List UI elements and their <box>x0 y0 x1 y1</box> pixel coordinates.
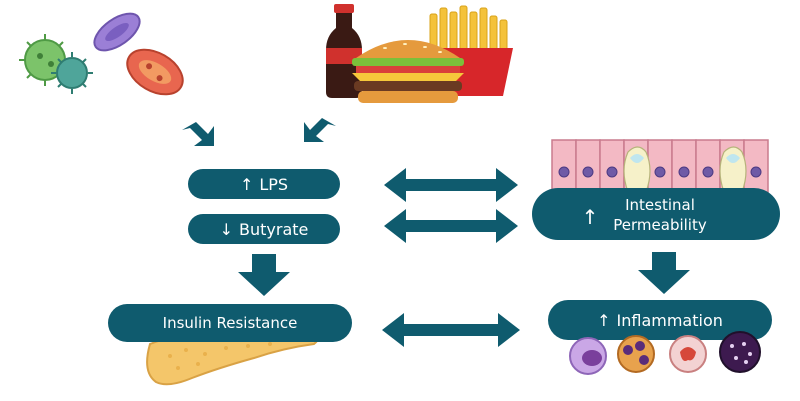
svg-text:↓Butyrate: ↓ Butyrate <box>220 220 309 239</box>
svg-text:↑Inflammation: ↑ Inflammation <box>597 311 723 330</box>
inflammation-arrow: ↑ <box>597 311 610 330</box>
svg-text:↑LPS: ↑ LPS <box>240 175 288 194</box>
lps-node: ↑ LPS <box>188 169 340 199</box>
double-arrow-lps-permeability <box>384 168 518 202</box>
arrow-permeability-to-inflammation <box>638 252 690 294</box>
arrow-butyrate-to-insulin <box>238 254 290 296</box>
insulin-node: Insulin Resistance <box>108 304 352 342</box>
arrow-bacteria-to-lps <box>182 122 214 146</box>
inflammation-label: Inflammation <box>617 311 723 330</box>
immune-cells-icon <box>569 331 761 375</box>
lps-arrow: ↑ <box>240 175 253 194</box>
double-arrow-butyrate-permeability <box>384 209 518 243</box>
double-arrow-insulin-inflammation <box>382 313 520 347</box>
permeability-line1: Intestinal <box>625 196 695 214</box>
intestinal-epithelium-icon <box>551 139 769 193</box>
bacteria-icon <box>19 12 184 96</box>
arrow-food-to-lps <box>304 118 336 142</box>
butyrate-label: Butyrate <box>239 220 308 239</box>
burger-icon <box>352 40 464 103</box>
insulin-label: Insulin Resistance <box>163 314 298 332</box>
permeability-line2: Permeability <box>613 216 707 234</box>
butyrate-node: ↓ Butyrate <box>188 214 340 244</box>
lps-label: LPS <box>259 175 288 194</box>
permeability-arrow: ↑ <box>582 205 599 229</box>
inflammation-node: ↑ Inflammation <box>548 300 772 340</box>
permeability-node: ↑ Intestinal Permeability <box>532 188 780 240</box>
butyrate-arrow: ↓ <box>220 220 233 239</box>
